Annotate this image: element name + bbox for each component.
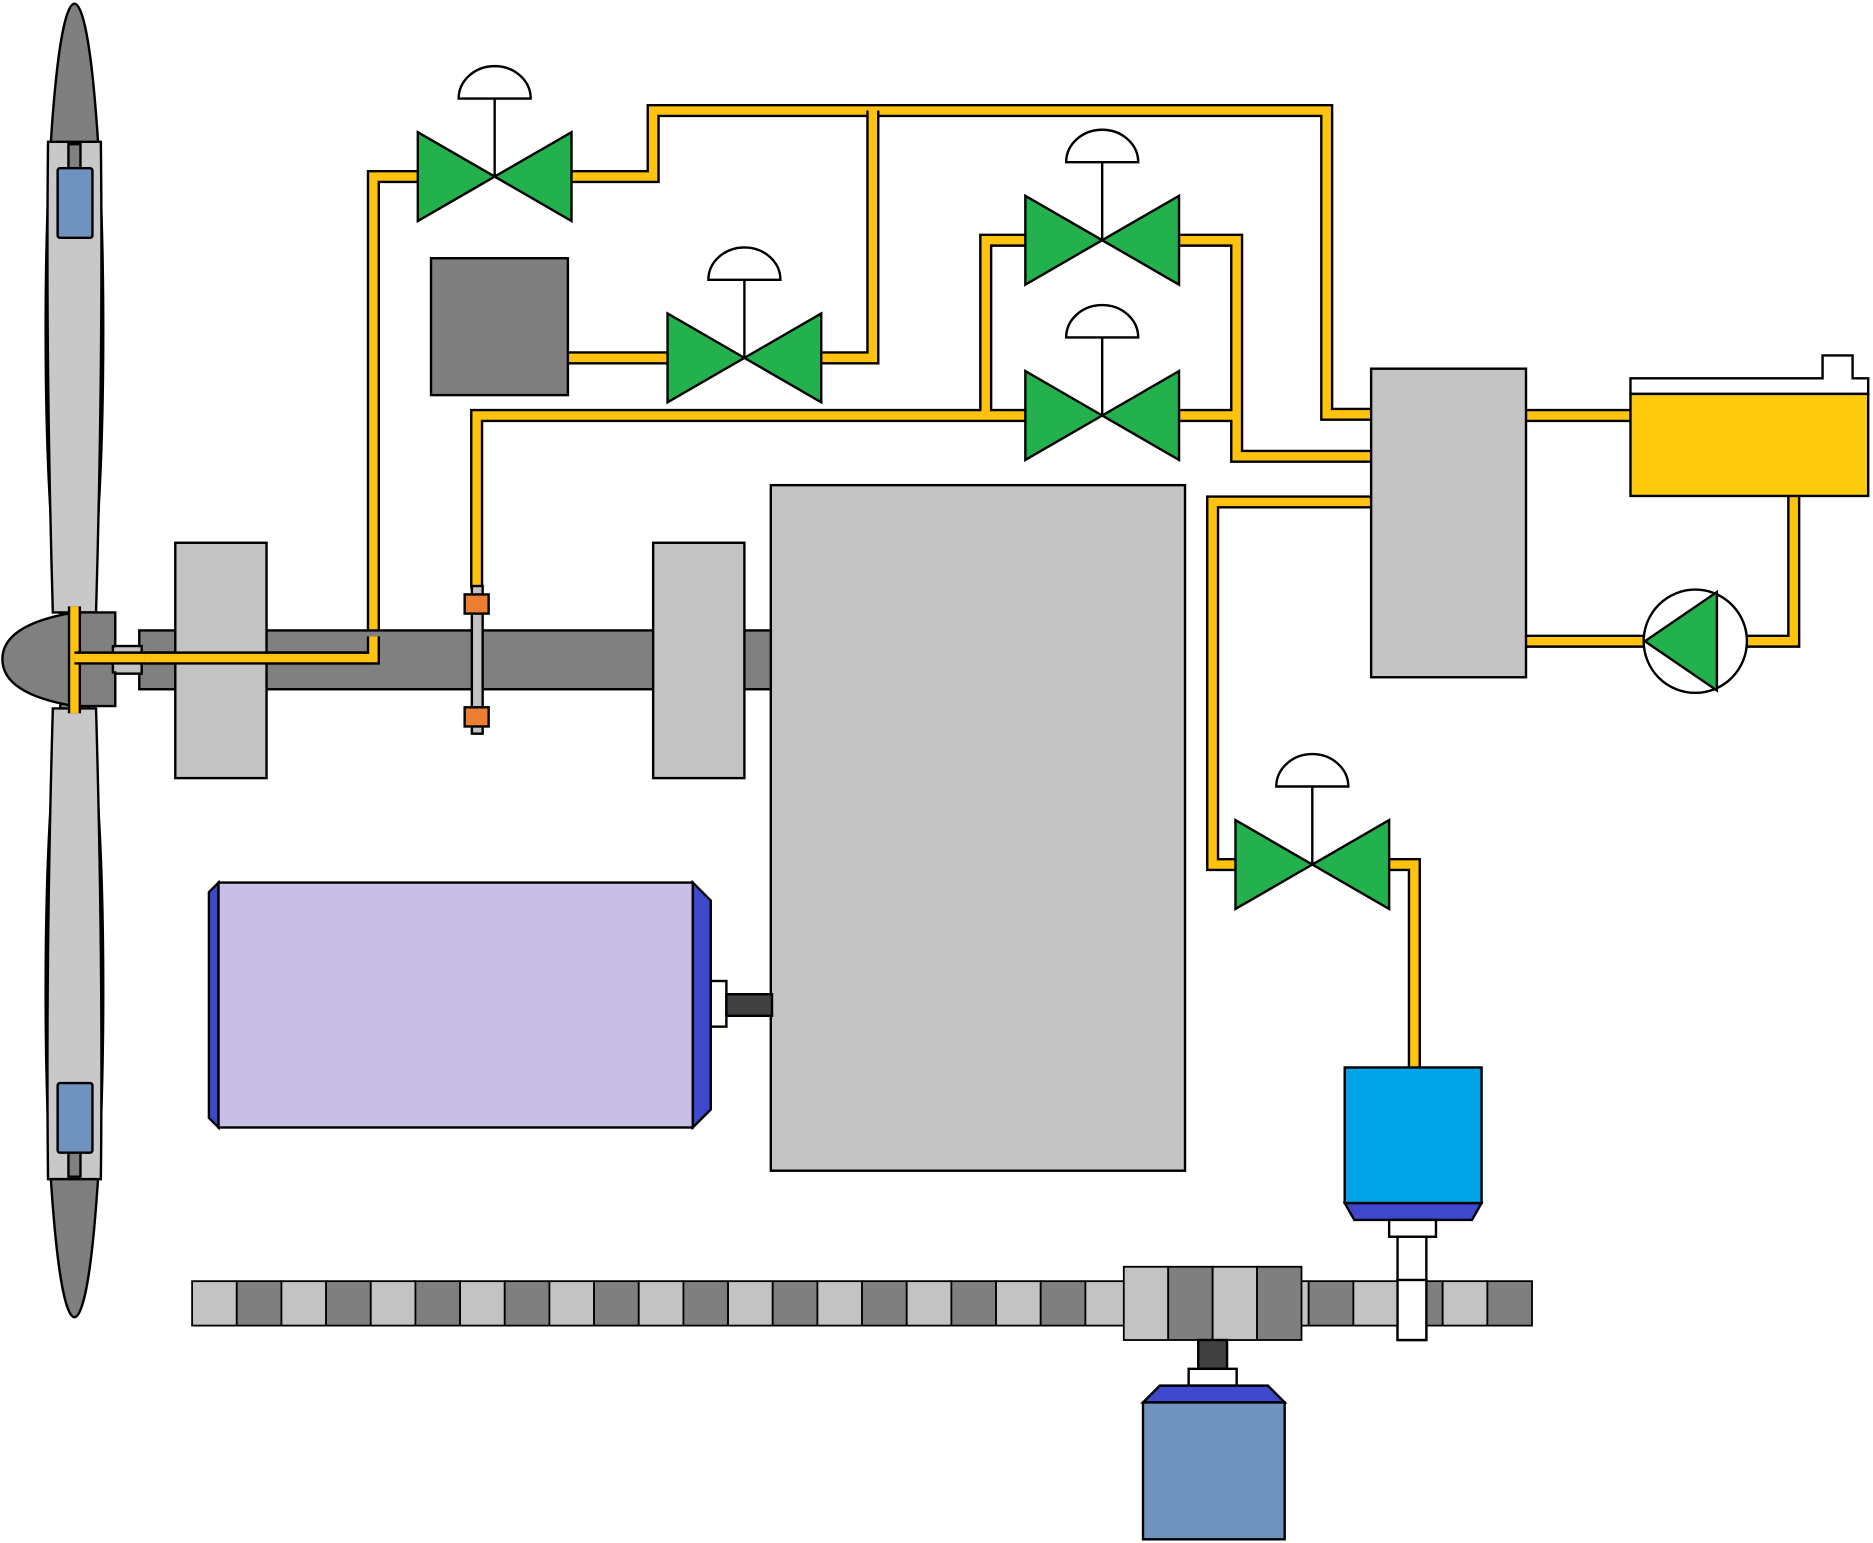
gear-tooth: [637, 1280, 685, 1327]
valve-right-triangle: [741, 311, 823, 405]
pipe-top-header: [571, 103, 1372, 421]
gear-tooth: [727, 1280, 774, 1327]
gear-tooth: [1352, 1280, 1399, 1327]
gear-tooth: [905, 1280, 953, 1327]
valve-left-triangle: [1024, 193, 1105, 287]
yaw-drive-motor: [1140, 1338, 1288, 1541]
pipe-brake-line: [470, 233, 1372, 589]
valve-right-triangle: [1309, 818, 1391, 912]
gear-tooth: [325, 1280, 372, 1327]
pinion-tooth: [1211, 1265, 1258, 1341]
rotor-blade-lower: [44, 662, 105, 1319]
control-valve-accumulator[interactable]: [666, 246, 823, 405]
valve-actuator-dome: [1275, 752, 1350, 788]
pipe-supply-loop: [1526, 408, 1801, 648]
valve-left-triangle: [1234, 818, 1315, 912]
yaw-pinion: [1122, 1265, 1303, 1341]
gear-tooth: [816, 1280, 863, 1327]
pipe-accumulator-line: [566, 110, 880, 365]
gear-tooth: [280, 1280, 327, 1327]
valve-left-triangle: [416, 130, 498, 224]
control-valve-yaw[interactable]: [1234, 752, 1391, 912]
control-valve-upper-right[interactable]: [1024, 128, 1181, 287]
gear-tooth: [950, 1280, 997, 1327]
rotor-blade-upper: [44, 2, 105, 659]
valve-actuator-dome: [1064, 128, 1140, 164]
valve-actuator-dome: [707, 246, 782, 282]
gear-tooth: [682, 1280, 729, 1327]
generator: [207, 879, 774, 1131]
gear-tooth: [459, 1280, 506, 1327]
pinion-tooth: [1122, 1265, 1170, 1341]
valve-right-triangle: [1099, 369, 1181, 463]
gear-tooth: [861, 1280, 908, 1327]
control-valve-brake[interactable]: [1024, 303, 1181, 463]
gear-tooth: [503, 1280, 551, 1327]
pinion-tooth: [1256, 1265, 1303, 1341]
gear-tooth: [548, 1280, 595, 1327]
gear-tooth: [414, 1280, 461, 1327]
pipe-yaw-line: [1206, 495, 1421, 1069]
pitch-actuator-lower: [56, 1081, 94, 1178]
valve-actuator-dome: [1064, 303, 1140, 339]
valve-left-triangle: [1024, 369, 1105, 463]
gearbox: [769, 483, 1187, 1172]
yaw-gear-ring: [191, 1280, 1533, 1327]
gear-tooth: [191, 1280, 238, 1327]
hydraulic-manifold: [1369, 367, 1528, 679]
control-valve-pitch[interactable]: [416, 64, 573, 224]
valve-right-triangle: [492, 130, 573, 224]
accumulator: [429, 257, 570, 397]
pitch-actuator-upper: [56, 142, 94, 240]
valve-actuator-dome: [457, 64, 532, 100]
valve-right-triangle: [1099, 193, 1181, 287]
pinion-tooth: [1167, 1265, 1214, 1341]
rotor-brake-disc: [463, 584, 490, 735]
gear-tooth: [1039, 1280, 1087, 1327]
spinner-hub: [1, 611, 117, 708]
gear-tooth: [593, 1280, 640, 1327]
gear-tooth: [771, 1280, 819, 1327]
oil-tank: [1629, 354, 1870, 498]
gear-tooth: [235, 1280, 283, 1327]
gear-tooth: [369, 1280, 417, 1327]
gear-tooth: [1307, 1280, 1355, 1327]
valve-left-triangle: [666, 311, 747, 405]
hydraulic-pipes: [67, 103, 1801, 1087]
main-bearing-rear: [651, 541, 746, 780]
hydraulic-pump: [1642, 588, 1749, 695]
gear-tooth: [995, 1280, 1042, 1327]
gear-tooth: [1486, 1280, 1533, 1327]
gear-tooth: [1441, 1280, 1489, 1327]
